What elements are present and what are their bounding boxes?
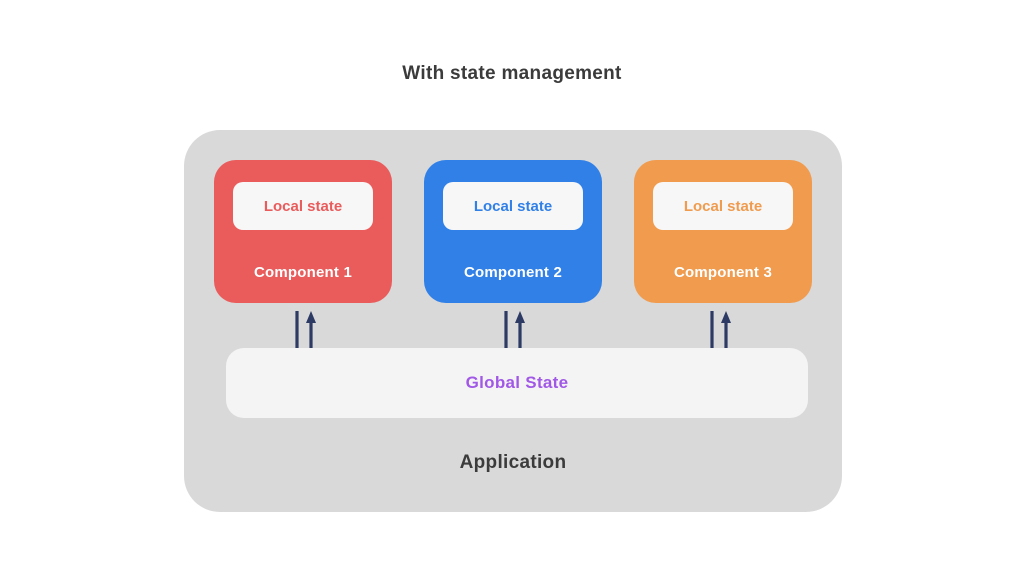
component-2-local-state-box: Local state	[443, 182, 583, 230]
component-3-local-state-label: Local state	[683, 197, 763, 215]
application-container: Local state Component 1 Local state Comp…	[184, 130, 842, 512]
global-state-bar: Global State	[226, 348, 808, 418]
component-2-local-state-label: Local state	[473, 197, 553, 215]
component-1-local-state-box: Local state	[233, 182, 373, 230]
component-2-label: Component 2	[463, 264, 563, 281]
component-1-local-state-label: Local state	[263, 197, 343, 215]
component-1-label: Component 1	[253, 264, 353, 281]
component-3-label: Component 3	[673, 264, 773, 281]
component-2-card: Local state Component 2	[424, 160, 602, 303]
component-1-card: Local state Component 1	[214, 160, 392, 303]
application-label: Application	[459, 452, 567, 473]
diagram-title: With state management	[402, 63, 622, 84]
global-state-label: Global State	[465, 373, 569, 392]
component-3-local-state-box: Local state	[653, 182, 793, 230]
component-3-card: Local state Component 3	[634, 160, 812, 303]
